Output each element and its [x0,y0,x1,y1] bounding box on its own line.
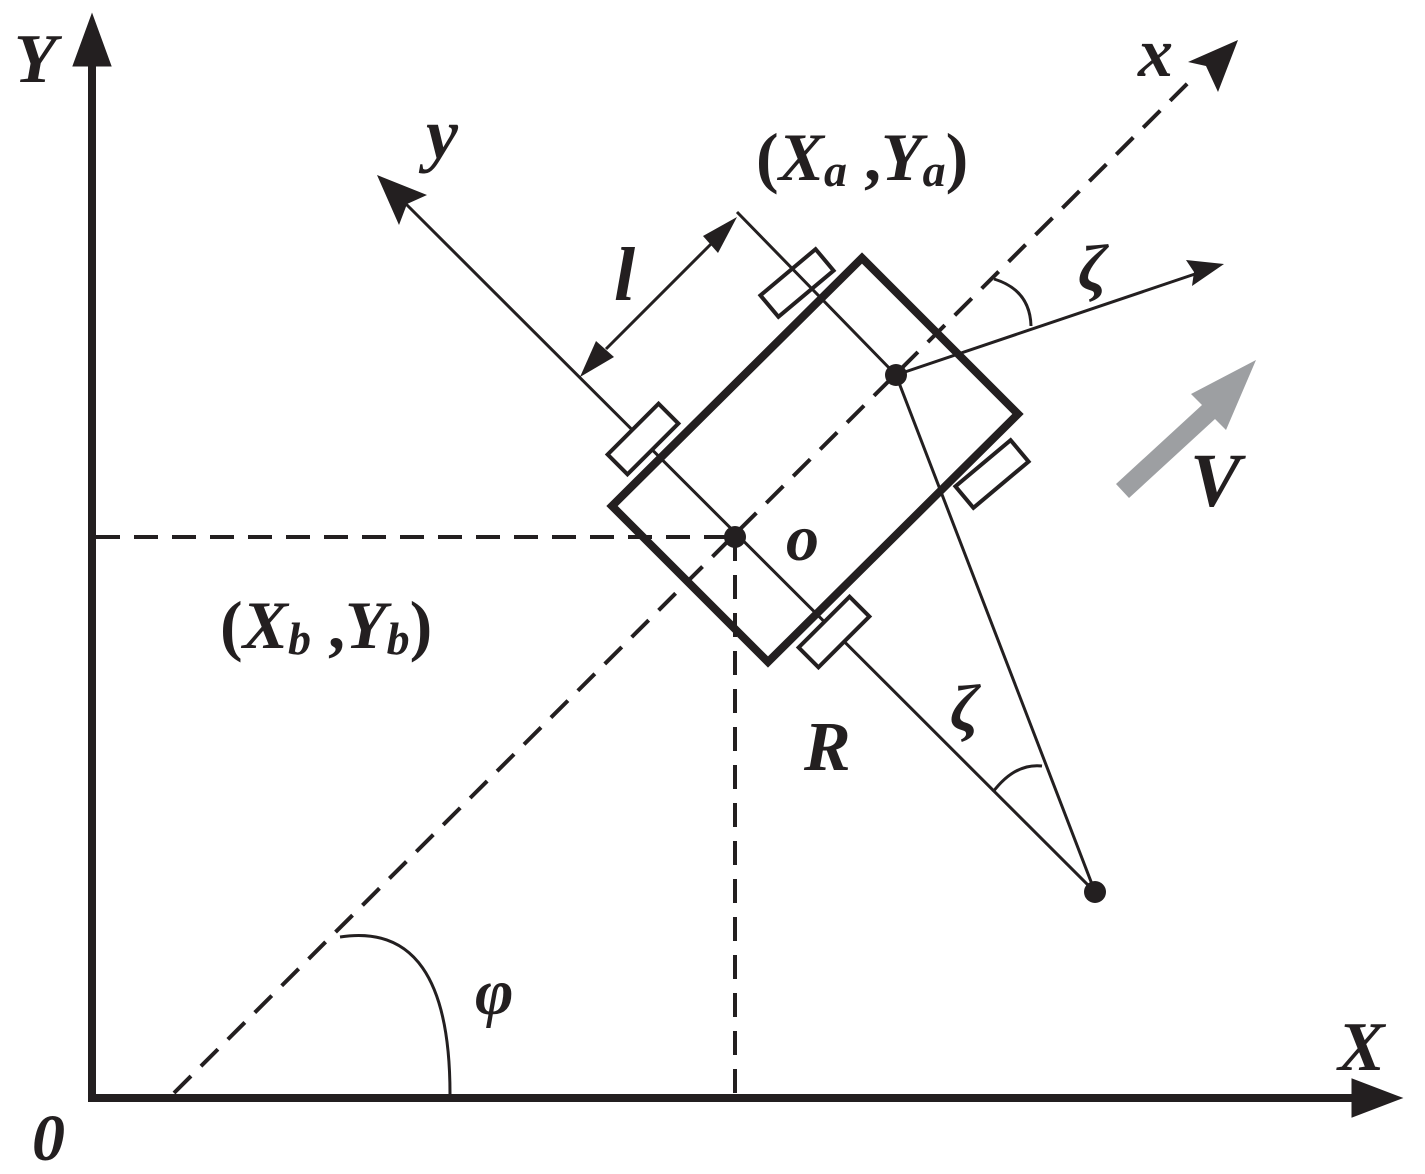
point-b-label: (Xb ,Yb) [220,587,432,664]
length-label: l [614,233,635,317]
body-y-arrowhead [377,175,427,225]
front-wheel-direction [895,271,1199,377]
length-arrowhead-upper [703,217,737,253]
wheel-front-left [757,246,837,320]
body-y-label: y [418,94,459,174]
key-points [724,364,1106,903]
steer-angle-arc-front [993,277,1033,327]
origin-label: 0 [32,1102,65,1174]
heading-angle-arc [339,934,452,1095]
front-wheel-direction-arrowhead [1186,260,1224,286]
radius-label: R [803,709,851,786]
body-x-label: x [1137,15,1173,92]
front-to-icr-line [894,374,1097,893]
body-y-axis [377,175,1097,894]
wheel-front-right [952,437,1032,511]
steer-angle-front-label: ζ [1078,232,1109,305]
body-y-axis-line [400,198,1097,894]
point-b [724,526,746,548]
geometry-lines [339,210,1199,1095]
heading-angle-label: φ [475,956,514,1029]
global-y-label: Y [14,21,63,98]
body-x-arrowhead [1188,40,1238,92]
length-arrowhead-lower [580,341,614,377]
point-a-label: (Xa ,Ya) [756,119,968,196]
body-x-axis-dashed [172,74,1197,1095]
global-axes [72,12,1404,1118]
center-label: o [786,502,819,575]
steer-angle-arc-center [991,764,1043,793]
point-a [885,364,907,386]
length-dimension-line [604,242,713,351]
velocity-label: V [1190,439,1246,523]
front-axle-line [735,210,898,377]
instantaneous-center [1084,881,1106,903]
global-y-arrowhead [72,12,112,67]
wheels [604,246,1032,671]
global-x-label: X [1336,1009,1387,1086]
velocity-arrow [1116,360,1256,498]
length-dimension-arrows [580,217,737,377]
steer-angle-center-label: ζ [950,672,981,745]
global-x-arrowhead [1351,1078,1404,1118]
dashed-guides [96,74,1197,1095]
wheel-rear-right [795,593,873,671]
vehicle-body [606,252,1024,668]
wheel-rear-left [604,400,682,478]
